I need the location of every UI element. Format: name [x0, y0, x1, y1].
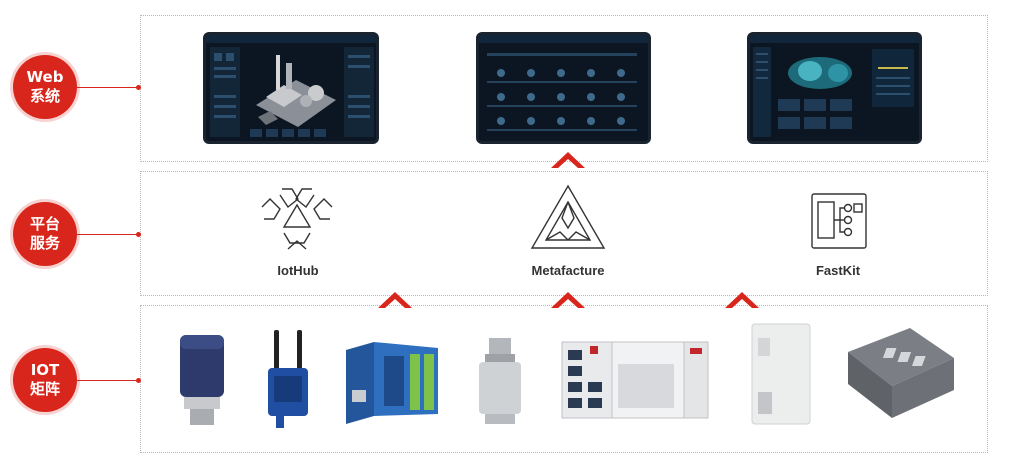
fastkit-icon — [811, 193, 867, 249]
iot-badge-line2: 矩阵 — [29, 380, 60, 398]
web-screen-3d-model — [747, 32, 922, 144]
web-badge-line1: Web — [26, 68, 64, 86]
iot-device-power-module — [751, 323, 811, 425]
web-connector-line — [77, 87, 139, 88]
iot-badge-line1: IOT — [30, 361, 60, 379]
iot-device-wireless-gateway — [268, 330, 308, 428]
metafacture-icon — [530, 184, 606, 249]
platform-badge-line1: 平台 — [29, 215, 60, 233]
chevron-up-icon — [725, 292, 759, 308]
iot-device-io-controller — [346, 342, 438, 424]
iot-device-edge-computer — [561, 341, 709, 419]
iot-connector-line — [77, 380, 139, 381]
web-screen-dashboard-3d — [203, 32, 379, 144]
platform-connector-line — [77, 234, 139, 235]
platform-connector-dot — [136, 232, 141, 237]
platform-label-fastkit: FastKit — [815, 263, 861, 278]
iot-connector-dot — [136, 378, 141, 383]
iothub-icon — [261, 188, 333, 250]
chevron-up-icon — [378, 292, 412, 308]
platform-label-metafacture: Metafacture — [531, 263, 605, 278]
web-connector-dot — [136, 85, 141, 90]
platform-layer-badge: 平台 服务 — [13, 202, 77, 266]
chevron-up-icon — [551, 292, 585, 308]
web-screen-device-grid — [476, 32, 651, 144]
iot-device-handheld-terminal — [848, 328, 954, 418]
web-layer-badge: Web 系统 — [13, 55, 77, 119]
iot-device-sensor-cylinder — [180, 335, 224, 425]
chevron-up-icon — [551, 152, 585, 168]
web-badge-line2: 系统 — [29, 87, 60, 105]
iot-device-vibration-sensor — [479, 338, 521, 424]
platform-label-iothub: IotHub — [277, 263, 319, 278]
iot-layer-badge: IOT 矩阵 — [13, 348, 77, 412]
platform-badge-line2: 服务 — [29, 234, 60, 252]
